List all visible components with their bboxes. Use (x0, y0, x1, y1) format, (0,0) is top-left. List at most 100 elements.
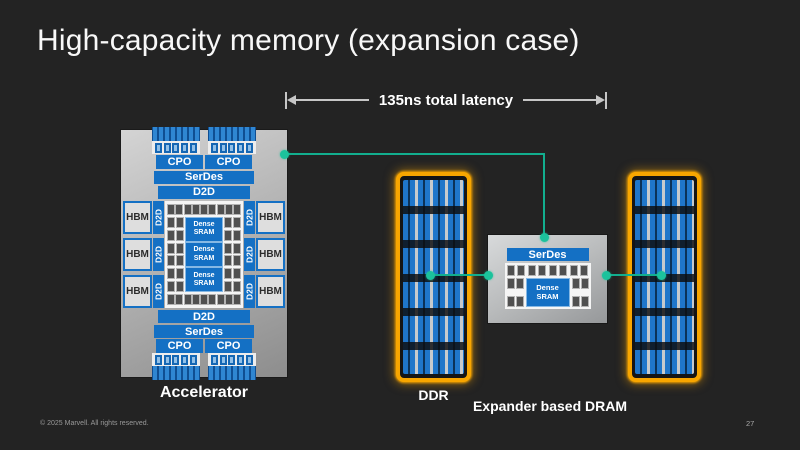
hbm-block: HBM (256, 200, 285, 234)
fiber-ribbon-icon (152, 127, 200, 141)
connector-pad (210, 142, 218, 153)
macro-cell (233, 268, 241, 280)
connector-pad (210, 354, 218, 365)
serdes-bar-bottom: SerDes (154, 325, 254, 339)
dense-sram-line1: Dense (193, 221, 215, 229)
macro-cell (191, 203, 200, 215)
macro-cell (224, 229, 232, 241)
latency-line-right (523, 99, 597, 101)
expander-caption: Expander based DRAM (472, 398, 628, 414)
macro-cell-row (506, 265, 589, 276)
macro-cell-grid (167, 216, 184, 293)
macro-cell-grid (506, 278, 524, 307)
macro-cell (527, 265, 536, 276)
macro-cell (233, 242, 241, 254)
macro-cell (233, 229, 241, 241)
cpo-connector (152, 127, 200, 154)
connector-pad (154, 142, 162, 153)
latency-line-left (296, 99, 369, 101)
cpo-row-bottom: CPO CPO (156, 339, 252, 354)
macro-cell (175, 203, 184, 215)
macro-cell (216, 203, 225, 215)
cpo-connector (208, 353, 256, 381)
connection-node (280, 150, 289, 159)
dense-sram-stack: Dense SRAM Dense SRAM Dense SRAM (185, 216, 223, 293)
macro-cell (167, 255, 175, 267)
latency-annotation: 135ns total latency (285, 91, 608, 109)
macro-cell-row (167, 203, 241, 215)
connector-pads (208, 141, 256, 154)
expander-sram-array: Dense SRAM (504, 263, 591, 309)
macro-cell (571, 278, 580, 289)
connector-pads (208, 353, 256, 367)
cpo-block: CPO (205, 155, 252, 169)
connector-pad (219, 142, 227, 153)
macro-cell (208, 294, 217, 306)
dense-sram-line1: Dense (193, 246, 215, 254)
macro-cell (224, 203, 233, 215)
latency-right-tick (605, 91, 608, 109)
macro-cell (580, 265, 589, 276)
macro-cell (167, 294, 175, 306)
macro-cell (224, 281, 232, 293)
hbm-block: HBM (123, 200, 152, 234)
hbm-block: HBM (256, 275, 285, 309)
macro-cell (167, 268, 175, 280)
macro-cell (191, 294, 200, 306)
array-middle: Dense SRAM Dense SRAM Dense SRAM (167, 216, 241, 293)
hbm-column-left: HBM HBM HBM (123, 200, 152, 309)
connector-pad (228, 142, 236, 153)
expander-serdes-bar: SerDes (506, 248, 589, 261)
connector-pad (228, 354, 236, 365)
dense-sram-block: Dense SRAM (185, 216, 223, 242)
macro-cell (224, 294, 233, 306)
macro-cell-grid (224, 216, 241, 293)
d2d-strip: D2D (244, 200, 255, 234)
macro-cell (548, 265, 557, 276)
macro-cell (538, 265, 547, 276)
cpo-row-top: CPO CPO (156, 155, 252, 169)
fiber-ribbon-icon (208, 366, 256, 381)
dense-sram-block: Dense SRAM (185, 267, 223, 293)
hbm-block: HBM (123, 238, 152, 271)
macro-cell-grid (571, 278, 589, 307)
page-title: High-capacity memory (expansion case) (37, 24, 580, 57)
hbm-block: HBM (123, 275, 152, 309)
macro-cell (167, 216, 175, 228)
connection-node (657, 271, 666, 280)
connection-line-accel-expander-h (287, 153, 544, 155)
macro-cell (224, 268, 232, 280)
macro-cell (233, 203, 241, 215)
arrowhead-left-icon (287, 95, 296, 105)
latency-left-tick (285, 91, 287, 109)
macro-cell (506, 296, 515, 307)
macro-cell (233, 255, 241, 267)
connector-pad (246, 354, 254, 365)
macro-cell (233, 281, 241, 293)
d2d-bar-top: D2D (158, 185, 250, 199)
connector-pads (152, 141, 200, 154)
cpo-block: CPO (205, 339, 252, 354)
connector-pad (190, 354, 198, 365)
macro-cell (506, 265, 515, 276)
connection-line-ddr1-expander (430, 274, 488, 276)
dense-sram-line2: SRAM (193, 229, 215, 237)
latency-label: 135ns total latency (378, 91, 514, 109)
macro-cell (233, 216, 241, 228)
arrowhead-right-icon (596, 95, 606, 105)
macro-cell (167, 229, 175, 241)
connector-pad (154, 354, 162, 365)
optical-connectors-bottom (152, 353, 256, 381)
connector-pad (172, 142, 180, 153)
macro-cell (183, 294, 192, 306)
expander-array-middle: Dense SRAM (506, 278, 589, 307)
macro-cell (224, 255, 232, 267)
dense-sram-block: Dense SRAM (525, 278, 570, 307)
cpo-connector (208, 127, 256, 154)
macro-cell (176, 281, 184, 293)
macro-cell (167, 242, 175, 254)
